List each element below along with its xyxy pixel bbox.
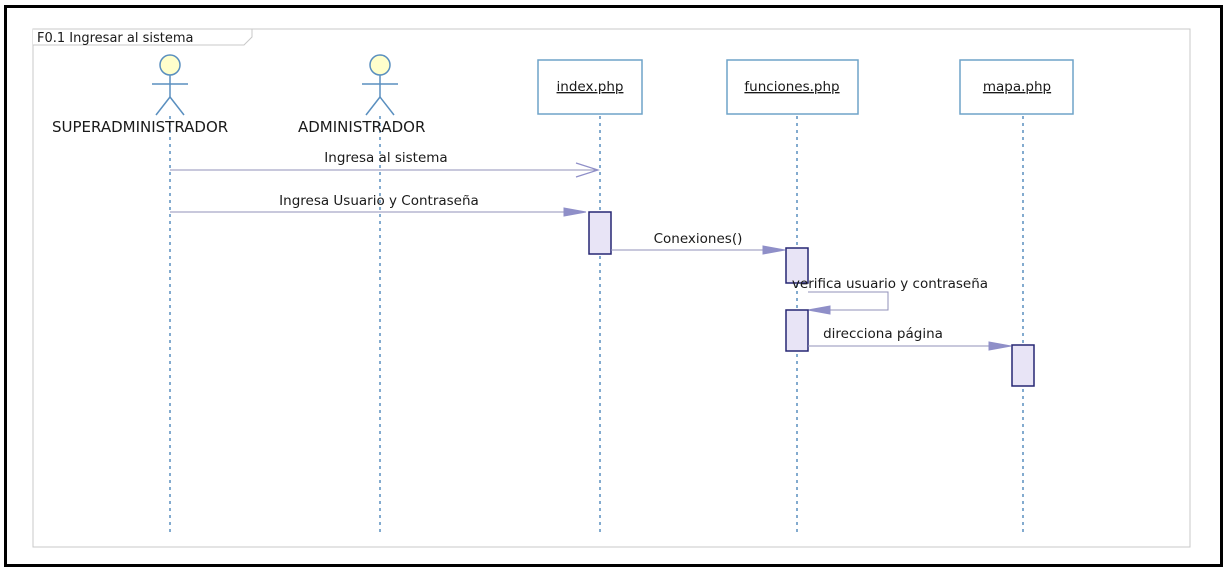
object-box-mapa [959, 59, 1074, 115]
diagram-frame [32, 28, 1191, 548]
object-box-funciones [726, 59, 859, 115]
message-label: Ingresa al sistema [324, 150, 447, 166]
actor-administrador [362, 54, 398, 116]
object-label-index: index.php [557, 79, 624, 95]
activation-mapa [1011, 344, 1035, 387]
message-label: direcciona página [823, 326, 943, 342]
filled-arrowhead-icon [988, 341, 1012, 351]
activation-funciones-2 [785, 309, 809, 352]
message-label: Ingresa Usuario y Contraseña [279, 193, 479, 209]
message-direcciona-pagina: direcciona página [808, 326, 1012, 351]
activation-funciones-1 [785, 247, 809, 284]
message-verifica-usuario: verifica usuario y contraseña [792, 276, 988, 315]
message-label: Conexiones() [654, 231, 743, 247]
filled-arrowhead-icon [807, 305, 831, 315]
message-ingresa-al-sistema: Ingresa al sistema [170, 150, 600, 178]
object-label-funciones: funciones.php [744, 79, 839, 95]
message-label: verifica usuario y contraseña [792, 276, 988, 292]
activation-index [588, 211, 612, 255]
message-conexiones: Conexiones() [611, 231, 786, 255]
actor-label-administrador: ADMINISTRADOR [298, 118, 425, 136]
actor-label-superadministrador: SUPERADMINISTRADOR [52, 118, 228, 136]
actor-head-icon [159, 54, 181, 76]
message-ingresa-usuario: Ingresa Usuario y Contraseña [170, 193, 587, 217]
frame-title: F0.1 Ingresar al sistema [37, 31, 193, 46]
filled-arrowhead-icon [563, 207, 587, 217]
actor-superadministrador [152, 54, 188, 116]
object-funciones: funciones.php [726, 59, 859, 115]
actor-head-icon [369, 54, 391, 76]
open-arrowhead-icon [575, 162, 600, 178]
object-index: index.php [537, 59, 643, 115]
filled-arrowhead-icon [762, 245, 786, 255]
frame-title-tab [33, 28, 253, 46]
object-box-index [537, 59, 643, 115]
object-label-mapa: mapa.php [983, 79, 1051, 95]
object-mapa: mapa.php [959, 59, 1074, 115]
